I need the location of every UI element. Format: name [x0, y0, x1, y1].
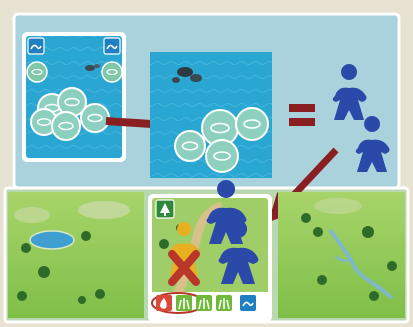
blue-meeple: [355, 116, 390, 172]
fish-token-cluster: [174, 107, 269, 173]
grass-icon: [196, 295, 212, 311]
fire-icon: [156, 295, 172, 311]
wave-icon: [103, 37, 121, 55]
water-tile: [150, 52, 272, 178]
blue-meeple: [218, 220, 259, 284]
equals-sign: [289, 104, 315, 126]
blocked-x-marker: [168, 250, 200, 286]
grass-icon: [176, 295, 192, 311]
grass-icon: [216, 295, 232, 311]
landscape: [8, 192, 405, 318]
grass-card: [148, 180, 272, 322]
blue-meeple: [332, 64, 367, 120]
tree-icon: [155, 199, 175, 219]
water-card: [22, 32, 126, 162]
fish-token: [26, 61, 48, 83]
fish-token-cluster: [30, 87, 110, 141]
wave-icon: [27, 37, 45, 55]
wave-icon: [240, 295, 256, 311]
fish-token: [101, 61, 123, 83]
yellow-meeple: [168, 222, 201, 276]
